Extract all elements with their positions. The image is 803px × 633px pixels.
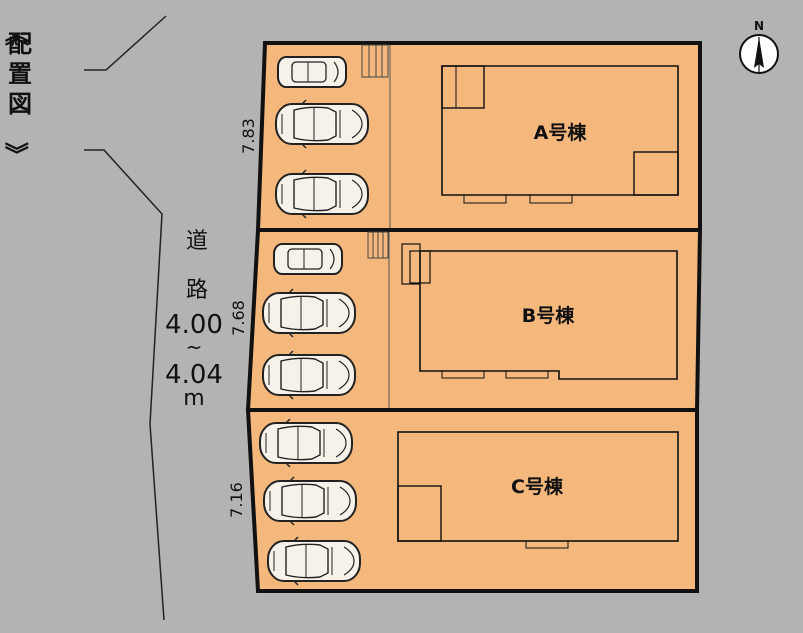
lot-c-name-label: C号棟 (511, 475, 564, 498)
lot-c: C号棟 7.16 (227, 408, 699, 593)
page-title-glyph: 図 (8, 90, 32, 118)
road-width-tilde: ~ (186, 335, 203, 359)
car-icon (263, 476, 357, 526)
lot-c-frontage-label: 7.16 (227, 482, 246, 518)
road-width-unit: m (183, 386, 204, 411)
road-width-min: 4.00 (165, 310, 223, 340)
car-icon (262, 350, 356, 400)
lot-a-frontage-label: 7.83 (239, 118, 258, 154)
lot-a-name-label: A号棟 (534, 121, 588, 144)
car-icon (259, 418, 353, 468)
car-icon (275, 99, 369, 149)
car-icon (275, 169, 369, 219)
building-b: B号棟 (401, 243, 678, 380)
lot-b: B号棟 7.68 (229, 228, 703, 412)
road-label-char: 道 (186, 229, 208, 254)
page-title-glyph: 配 (8, 30, 32, 58)
lot-a: A号棟 7.83 (239, 41, 702, 232)
north-compass-icon: N (739, 19, 779, 74)
building-c: C号棟 (397, 431, 679, 549)
page-title: 《配置図》 (2, 22, 32, 166)
building-a: A号棟 (441, 65, 679, 204)
lot-b-frontage-label: 7.68 (229, 300, 248, 336)
car-icon (262, 288, 356, 338)
road-label: 道 路 4.00 ~ 4.04 m (165, 229, 223, 411)
lot-b-name-label: B号棟 (522, 304, 575, 327)
north-label: N (754, 19, 764, 33)
car-icon (267, 536, 361, 586)
road-edges (84, 15, 167, 621)
car-icon (273, 243, 343, 275)
page-title-text: 《配置図》 (2, 22, 32, 166)
car-icon (277, 56, 347, 88)
road-label-char: 路 (186, 278, 208, 303)
page-title-glyph: 》 (2, 142, 30, 166)
page-title-glyph: 置 (8, 60, 32, 88)
page-title-glyph: 《 (2, 22, 30, 46)
road-width-max: 4.04 (165, 360, 223, 390)
